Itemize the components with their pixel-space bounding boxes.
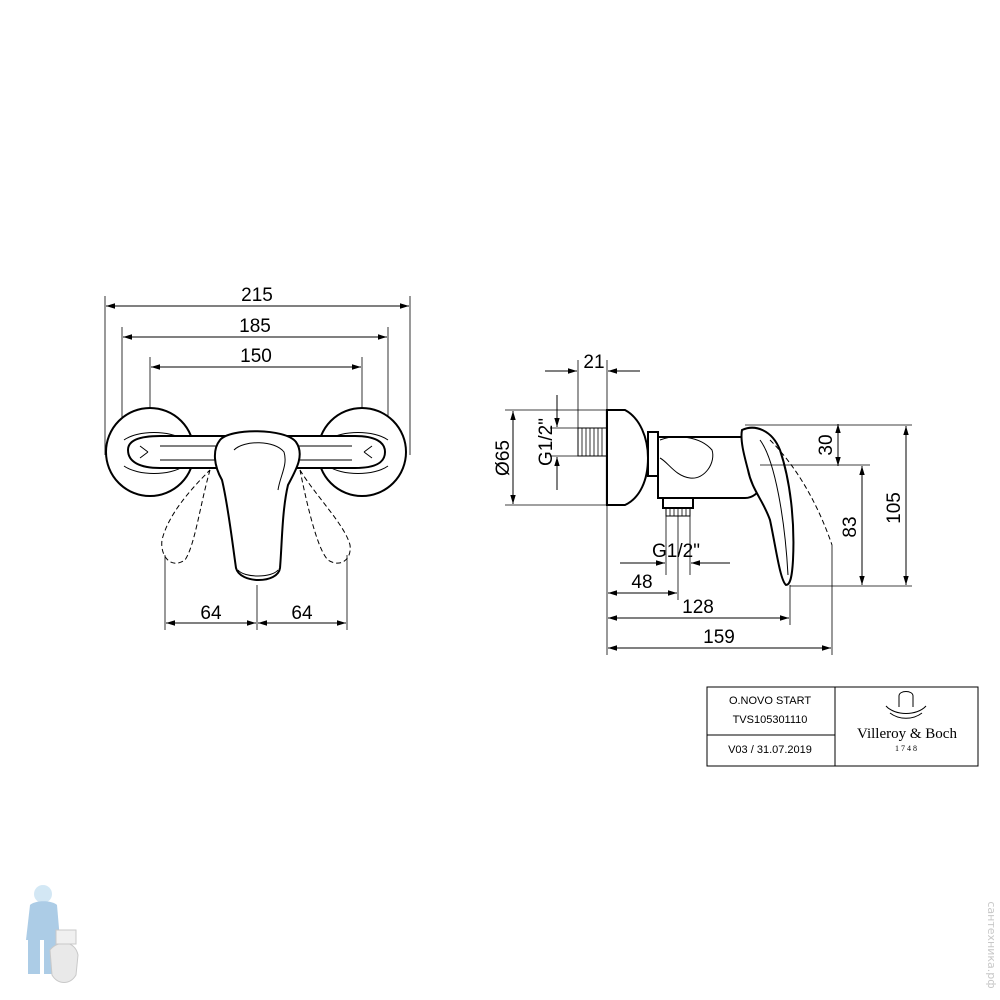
dim-rosette-width: 185 bbox=[239, 316, 271, 337]
dim-top-offset: 30 bbox=[816, 434, 837, 455]
version-date: V03 / 31.07.2019 bbox=[728, 744, 812, 756]
dim-rosette-depth: 21 bbox=[583, 352, 604, 373]
watermark-site-text: сантехника.рф bbox=[985, 901, 998, 988]
title-block: O.NOVO START TVS105301110 V03 / 31.07.20… bbox=[706, 686, 979, 767]
side-nut bbox=[647, 431, 659, 477]
front-view: 215 185 150 64 64 bbox=[104, 285, 411, 630]
side-view: 21 Ø65 G1/2" G1/2" 48 128 159 bbox=[493, 352, 912, 655]
article-number: TVS105301110 bbox=[733, 714, 808, 726]
dim-center-distance: 150 bbox=[240, 346, 272, 367]
dim-right-swing: 64 bbox=[291, 603, 313, 624]
dim-overall-height: 105 bbox=[884, 492, 905, 524]
dim-overall-width: 215 bbox=[241, 285, 273, 306]
dim-lever-height: 83 bbox=[840, 516, 861, 537]
lever-swing-right-ghost bbox=[299, 469, 351, 564]
side-lever bbox=[740, 426, 795, 587]
side-rosette bbox=[606, 409, 650, 506]
dim-left-swing: 64 bbox=[200, 603, 222, 624]
dim-overall-depth: 159 bbox=[703, 627, 735, 648]
plumber-mascot-icon bbox=[26, 885, 79, 983]
faucet-logo-icon bbox=[898, 691, 914, 707]
dim-lever-depth: 128 bbox=[682, 597, 714, 618]
lever-swing-left-ghost bbox=[161, 469, 211, 564]
villeroy-boch-logo: Villeroy & Boch 1748 bbox=[857, 691, 957, 753]
brand-name: Villeroy & Boch bbox=[857, 726, 957, 742]
central-lever bbox=[214, 430, 301, 581]
dim-rosette-diameter: Ø65 bbox=[493, 440, 514, 476]
dim-outlet-offset: 48 bbox=[631, 572, 652, 593]
side-outlet bbox=[662, 497, 694, 509]
dim-inlet-thread: G1/2" bbox=[536, 418, 557, 466]
product-name: O.NOVO START bbox=[729, 695, 811, 707]
dim-outlet-thread: G1/2" bbox=[652, 541, 700, 562]
brand-year: 1748 bbox=[895, 744, 919, 753]
